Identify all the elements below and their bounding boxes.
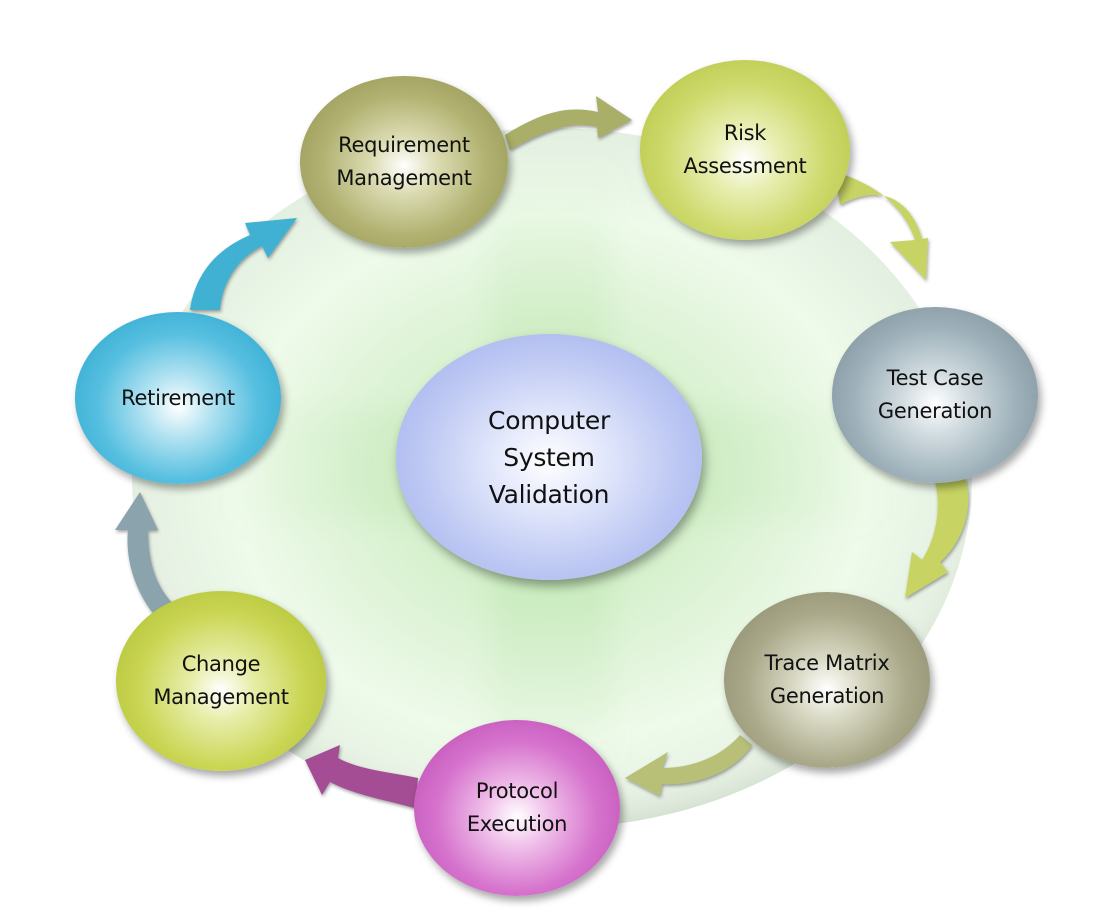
node-computer-system-validation[interactable]: Computer System Validation <box>396 334 702 580</box>
node-label: Retirement <box>121 385 235 410</box>
node-label: Test Case Generation <box>877 366 993 423</box>
arrow-protocol-to-change <box>305 745 418 808</box>
arrow-retirement-to-requirement <box>190 218 297 310</box>
flow-arrows <box>115 96 969 808</box>
node-requirement-management[interactable]: Requirement Management <box>300 76 508 248</box>
node-protocol-execution[interactable]: Protocol Execution <box>414 720 620 896</box>
node-change-management[interactable]: Change Management <box>116 591 326 771</box>
node-label: Requirement Management <box>336 133 472 190</box>
arrow-trace-to-protocol <box>625 735 752 796</box>
node-trace-matrix-generation[interactable]: Trace Matrix Generation <box>724 592 930 768</box>
arrow-change-to-retirement <box>115 492 180 624</box>
node-risk-assessment[interactable]: Risk Assessment <box>640 60 850 240</box>
node-label: Change Management <box>153 652 289 709</box>
arrow-requirement-to-risk <box>505 96 632 150</box>
node-label: Risk Assessment <box>683 121 807 178</box>
arrow-testcase-to-trace <box>905 478 969 598</box>
node-label: Trace Matrix Generation <box>764 651 890 708</box>
arrow-risk-to-testcase <box>835 172 928 280</box>
node-label: Protocol Execution <box>466 779 568 836</box>
center-label: Computer System Validation <box>488 405 610 509</box>
node-test-case-generation[interactable]: Test Case Generation <box>832 307 1038 483</box>
node-retirement[interactable]: Retirement <box>75 312 281 484</box>
